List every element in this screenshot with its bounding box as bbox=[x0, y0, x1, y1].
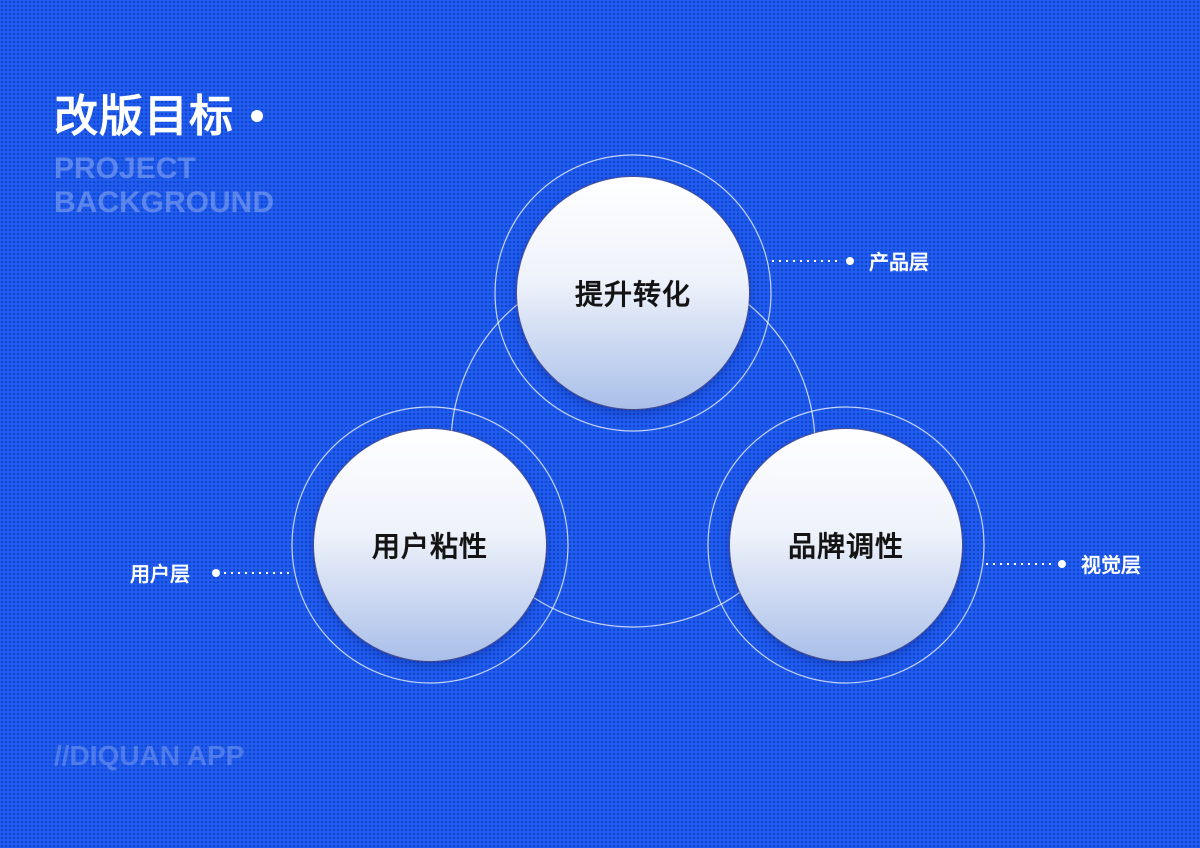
outer-ring-right bbox=[707, 406, 985, 684]
connector-dot-top bbox=[846, 257, 854, 265]
layer-tag-visual: 视觉层 bbox=[1081, 553, 1141, 577]
connector-dot-left bbox=[212, 569, 220, 577]
node-top-label: 提升转化 bbox=[574, 278, 691, 311]
node-left: 用户粘性 bbox=[314, 429, 546, 661]
connector-dot-right bbox=[1058, 560, 1066, 568]
outer-ring-top bbox=[494, 154, 772, 432]
node-right-label: 品牌调性 bbox=[787, 530, 904, 563]
node-top: 提升转化 bbox=[517, 177, 749, 409]
outer-ring-left bbox=[291, 406, 569, 684]
subtitle-line-2: BACKGROUND bbox=[54, 186, 274, 219]
page-title: 改版目标 bbox=[54, 91, 234, 142]
node-right: 品牌调性 bbox=[730, 429, 962, 661]
page-subtitle: PROJECT BACKGROUND bbox=[54, 152, 274, 220]
subtitle-line-1: PROJECT bbox=[54, 152, 196, 185]
node-left-label: 用户粘性 bbox=[371, 530, 488, 563]
layer-tag-product: 产品层 bbox=[869, 250, 929, 274]
footer-brand: //DIQUAN APP bbox=[54, 740, 245, 771]
title-dot bbox=[251, 110, 263, 122]
layer-tag-user: 用户层 bbox=[130, 562, 190, 586]
